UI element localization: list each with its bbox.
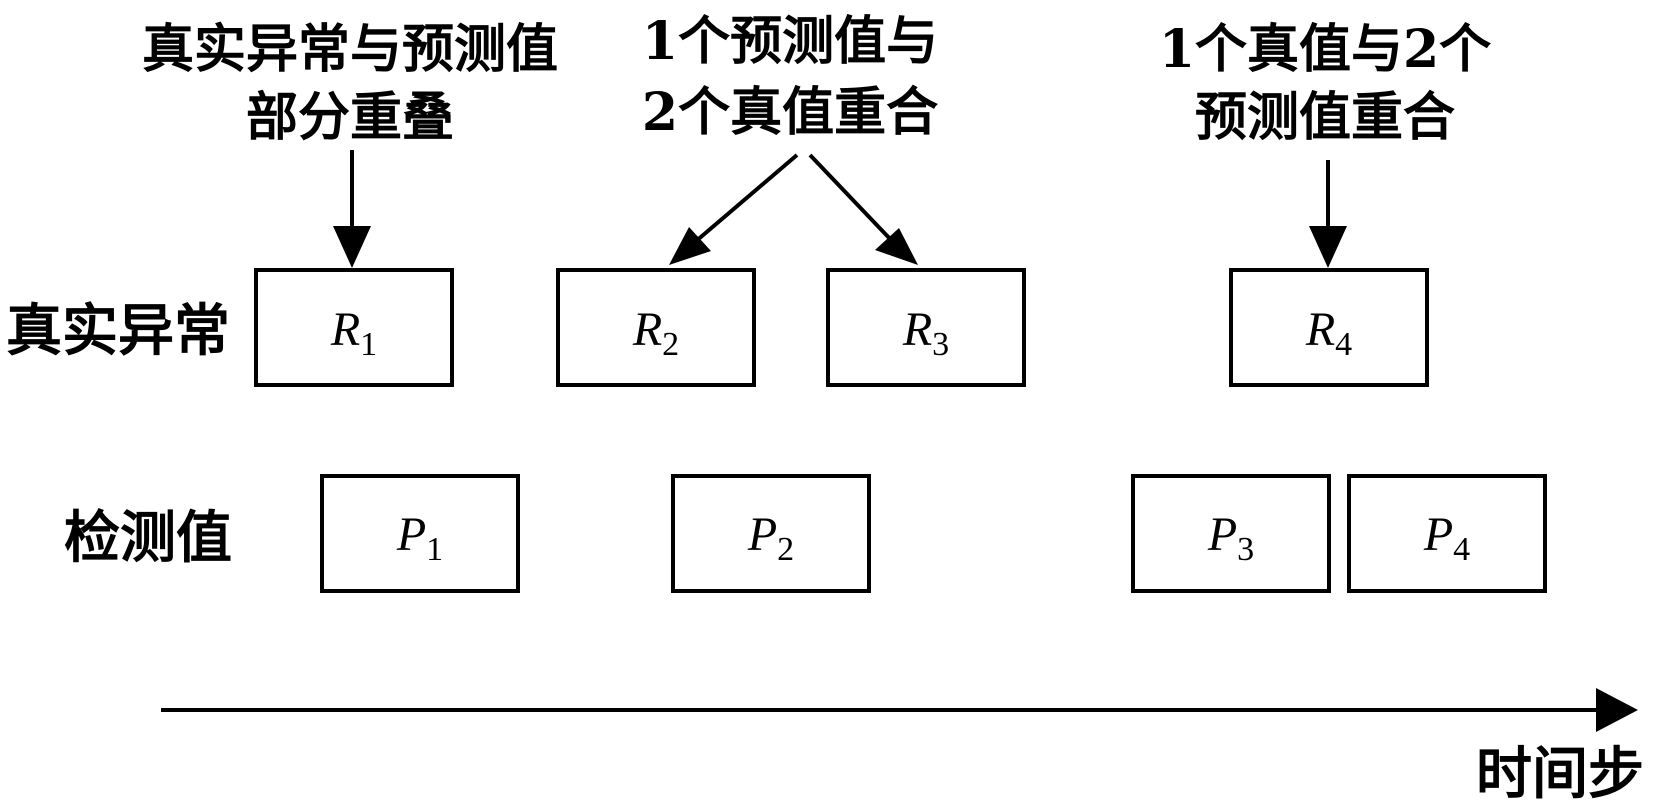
annotation-partial-overlap: 真实异常与预测值 部分重叠 <box>142 19 558 148</box>
annotation-partial-overlap-line2: 部分重叠 <box>246 87 454 148</box>
real-box-r1: R1 <box>254 268 454 387</box>
real-box-r1-rect <box>254 268 454 387</box>
real-box-r3-letter: R <box>902 303 932 356</box>
arrow-to-r3-shaft <box>808 153 895 244</box>
annotation-one-pred-two-real: 1个预测值与 2个真值重合 <box>642 11 938 143</box>
pred-box-p3-sub: 3 <box>1237 531 1254 568</box>
real-box-r3: R3 <box>826 268 1026 387</box>
arrow-to-r4 <box>1309 160 1347 268</box>
real-box-r2-label: R2 <box>632 303 679 363</box>
annotation-one-pred-two-real-line2: 2个真值重合 <box>642 82 938 143</box>
pred-box-p2-letter: P <box>747 508 777 561</box>
real-box-r4-sub: 4 <box>1335 326 1352 363</box>
row-label-real-anomaly: 真实异常 <box>6 298 230 364</box>
pred-box-p2-label: P2 <box>747 508 794 568</box>
time-axis-label: 时间步 <box>1476 741 1644 807</box>
arrow-to-r1-head <box>333 226 371 268</box>
pred-box-p2: P2 <box>671 474 871 593</box>
pred-box-p1-letter: P <box>396 508 426 561</box>
arrow-to-r3-head <box>875 228 918 265</box>
pred-box-p2-sub: 2 <box>777 531 794 568</box>
arrow-to-r2 <box>669 153 799 265</box>
real-box-r4-rect <box>1229 268 1429 387</box>
real-box-r4-letter: R <box>1305 303 1335 356</box>
annotation-one-pred-two-real-line1: 1个预测值与 <box>642 11 938 72</box>
pred-box-p4: P4 <box>1347 474 1547 593</box>
pred-box-p3-label: P3 <box>1207 508 1254 568</box>
pred-box-p1-rect <box>320 474 520 593</box>
arrow-to-r4-head <box>1309 226 1347 268</box>
pred-box-p3-rect <box>1131 474 1331 593</box>
pred-box-p4-label: P4 <box>1423 508 1470 568</box>
real-box-r2: R2 <box>556 268 756 387</box>
arrow-to-r2-shaft <box>693 153 799 244</box>
row-label-detected-value: 检测值 <box>64 505 232 571</box>
real-box-r4: R4 <box>1229 268 1429 387</box>
pred-box-p4-letter: P <box>1423 508 1453 561</box>
pred-box-p1-sub: 1 <box>426 531 443 568</box>
pred-box-p4-sub: 4 <box>1453 531 1470 568</box>
pred-box-p3: P3 <box>1131 474 1331 593</box>
time-axis: 时间步 <box>161 688 1644 807</box>
real-box-r1-label: R1 <box>330 303 377 363</box>
pred-box-p1-label: P1 <box>396 508 443 568</box>
real-box-r3-label: R3 <box>902 303 949 363</box>
arrow-to-r3 <box>808 153 918 265</box>
annotation-one-real-two-pred: 1个真值与2个 预测值重合 <box>1159 19 1491 148</box>
time-axis-arrowhead <box>1596 688 1638 732</box>
annotation-partial-overlap-line1: 真实异常与预测值 <box>142 19 558 80</box>
pred-box-p1: P1 <box>320 474 520 593</box>
real-box-r4-label: R4 <box>1305 303 1352 363</box>
pred-box-p4-rect <box>1347 474 1547 593</box>
real-box-r2-letter: R <box>632 303 662 356</box>
real-box-r3-sub: 3 <box>932 326 949 363</box>
real-box-r2-rect <box>556 268 756 387</box>
arrow-to-r2-head <box>669 227 711 265</box>
pred-box-p2-rect <box>671 474 871 593</box>
annotation-one-real-two-pred-line1: 1个真值与2个 <box>1159 19 1491 80</box>
pred-box-p3-letter: P <box>1207 508 1237 561</box>
real-box-r1-letter: R <box>330 303 360 356</box>
real-box-r1-sub: 1 <box>360 326 377 363</box>
annotation-one-real-two-pred-line2: 预测值重合 <box>1195 87 1455 148</box>
real-box-r3-rect <box>826 268 1026 387</box>
arrow-to-r1 <box>333 150 371 268</box>
real-box-r2-sub: 2 <box>662 326 679 363</box>
